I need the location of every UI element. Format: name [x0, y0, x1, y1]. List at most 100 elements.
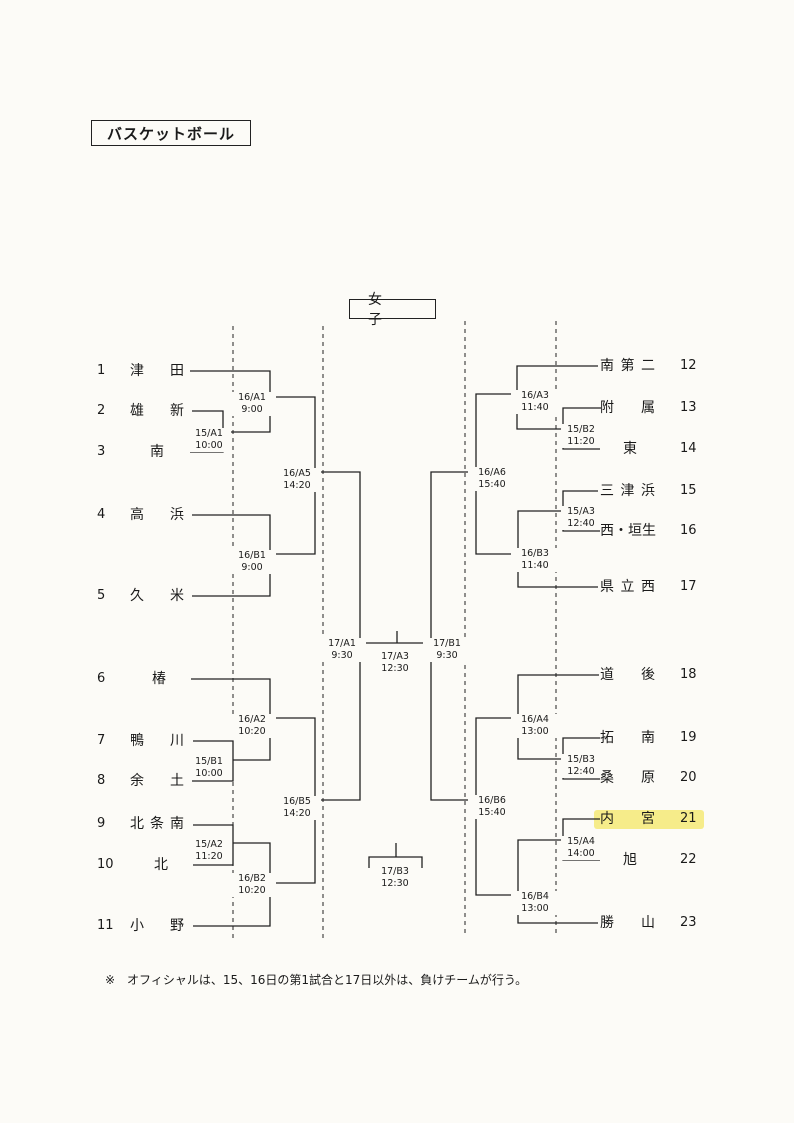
- match-code: 17/B3: [381, 866, 409, 877]
- team-name: 椿: [152, 671, 166, 687]
- match-code: 16/A4: [521, 714, 549, 725]
- match-time: 12:30: [381, 878, 409, 889]
- match-code: 15/A2: [195, 839, 223, 850]
- match-code: 15/A1: [195, 428, 223, 439]
- team-number: 13: [680, 400, 697, 415]
- team-number: 6: [97, 671, 106, 686]
- match-code: 15/B1: [195, 756, 223, 767]
- team-name: 余土: [130, 773, 184, 789]
- match-code: 16/B3: [521, 548, 549, 559]
- match-time: 13:00: [521, 903, 549, 914]
- team-number: 18: [680, 667, 697, 682]
- match-time: 12:30: [381, 663, 409, 674]
- team-number: 9: [97, 816, 106, 831]
- team-number: 1: [97, 363, 106, 378]
- match-time: 14:00: [567, 848, 595, 859]
- match-time: 11:20: [195, 851, 223, 862]
- team-number: 8: [97, 773, 106, 788]
- match-code: 15/A4: [567, 836, 595, 847]
- match-time: 9:30: [436, 650, 458, 661]
- team-number: 3: [97, 444, 106, 459]
- team-number: 20: [680, 770, 697, 785]
- team-highlight: [594, 810, 704, 829]
- match-code: 17/A3: [381, 651, 409, 662]
- team-number: 19: [680, 730, 697, 745]
- team-name: 高浜: [130, 507, 184, 523]
- team-name: 勝山: [600, 915, 655, 931]
- team-name: 道後: [600, 667, 655, 683]
- team-number: 4: [97, 507, 106, 522]
- match-time: 14:20: [283, 480, 311, 491]
- match-code: 16/B6: [478, 795, 506, 806]
- match-code: 15/A3: [567, 506, 595, 517]
- match-code: 15/B2: [567, 424, 595, 435]
- team-name: 西・垣生: [600, 523, 656, 539]
- team-name: 鴨川: [130, 733, 184, 749]
- team-name: 雄新: [130, 403, 184, 419]
- team-number: 2: [97, 403, 106, 418]
- match-code: 16/B1: [238, 550, 266, 561]
- team-number: 22: [680, 852, 697, 867]
- team-name: 拓南: [600, 730, 655, 746]
- match-time: 9:00: [241, 562, 263, 573]
- match-code: 16/A2: [238, 714, 266, 725]
- match-time: 15:40: [478, 479, 506, 490]
- match-code: 16/B4: [521, 891, 549, 902]
- team-number: 14: [680, 441, 697, 456]
- team-name: 旭: [623, 852, 637, 868]
- match-code: 16/A1: [238, 392, 266, 403]
- team-number: 15: [680, 483, 697, 498]
- team-number: 5: [97, 588, 106, 603]
- match-code: 17/B1: [433, 638, 461, 649]
- team-number: 16: [680, 523, 697, 538]
- match-time: 14:20: [283, 808, 311, 819]
- match-time: 10:00: [195, 440, 223, 451]
- team-number: 23: [680, 915, 697, 930]
- team-name: 県立西: [600, 579, 655, 595]
- team-name: 北条南: [130, 816, 184, 832]
- match-time: 9:30: [331, 650, 353, 661]
- team-name: 久米: [130, 588, 184, 604]
- match-code: 16/B2: [238, 873, 266, 884]
- match-time: 10:00: [195, 768, 223, 779]
- team-number: 11: [97, 918, 114, 933]
- team-name: 南第二: [600, 358, 655, 374]
- team-name: 桑原: [600, 770, 655, 786]
- team-number: 17: [680, 579, 697, 594]
- team-number: 7: [97, 733, 106, 748]
- match-time: 9:00: [241, 404, 263, 415]
- match-code: 16/B5: [283, 796, 311, 807]
- footnote: ※ オフィシャルは、15、16日の第1試合と17日以外は、負けチームが行う。: [105, 973, 528, 987]
- team-number: 21: [680, 811, 697, 826]
- bracket-connectors: [190, 365, 601, 927]
- team-name: 東: [623, 441, 637, 457]
- team-name: 南: [150, 444, 164, 460]
- day-divider-lines: [232, 321, 557, 940]
- team-name: 内宮: [600, 811, 655, 827]
- match-code: 17/A1: [328, 638, 356, 649]
- match-time: 11:20: [567, 436, 595, 447]
- match-time: 13:00: [521, 726, 549, 737]
- match-time: 11:40: [521, 402, 549, 413]
- team-name: 小野: [130, 918, 184, 934]
